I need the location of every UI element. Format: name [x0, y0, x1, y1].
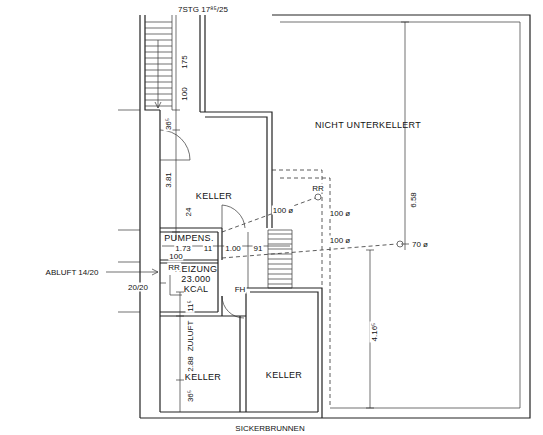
- pipe-end: [315, 194, 321, 200]
- dimension: 1.00: [224, 244, 242, 253]
- stair-tread: [268, 239, 292, 240]
- stair-tread: [145, 22, 172, 23]
- stair-tread: [145, 70, 172, 71]
- wall: [204, 15, 205, 112]
- pipe: [222, 244, 397, 258]
- dimension: 24: [184, 207, 193, 218]
- wall: [145, 15, 160, 110]
- wall: [199, 15, 200, 112]
- dimension: 175: [180, 54, 189, 69]
- duct-symbol: [160, 275, 182, 295]
- stair-tread: [268, 274, 292, 275]
- dimension: 36⁵: [186, 389, 195, 403]
- dimension: 2.88: [186, 355, 195, 373]
- stair-tread: [145, 46, 172, 47]
- region-outline: [280, 22, 520, 408]
- wall: [140, 412, 322, 418]
- wall: [160, 228, 222, 232]
- stair-tread: [145, 64, 172, 65]
- stair-tread: [145, 34, 172, 35]
- stair-tread: [145, 40, 172, 41]
- pipe: [222, 198, 315, 232]
- room-name: 23.000: [181, 274, 210, 284]
- stair-tread: [145, 52, 172, 53]
- region-label: NICHT UNTERKELLERT: [313, 120, 423, 132]
- door-swing: [160, 130, 190, 160]
- equipment-label: FH: [234, 285, 247, 294]
- stair-tread: [145, 76, 172, 77]
- wall: [246, 288, 322, 418]
- annotation: SICKERBRUNNEN: [234, 424, 305, 433]
- dimension: 91: [253, 244, 264, 253]
- stair-tread: [268, 234, 292, 235]
- room-box: KELLER: [264, 370, 304, 382]
- dimension-line: [176, 292, 184, 412]
- stair-tread: [268, 284, 292, 285]
- stair-tread: [145, 28, 172, 29]
- stair-edge: [172, 15, 173, 110]
- dimension: 11: [203, 244, 213, 253]
- stair-tread: [145, 88, 172, 89]
- dimension: 3.81: [164, 171, 173, 189]
- pipe-end: [397, 241, 403, 247]
- room-name: PUMPENS.: [164, 233, 213, 243]
- room-box: KELLER: [183, 372, 223, 384]
- stair-outline: [248, 230, 292, 288]
- stair-tread: [268, 269, 292, 270]
- dimension: 6.58: [409, 191, 418, 209]
- dimension: 11⁵: [186, 299, 195, 313]
- stair-tread: [268, 249, 292, 250]
- room-name: KELLER: [266, 370, 302, 380]
- pipe-label: 100 ø: [329, 209, 351, 218]
- door-swing: [222, 205, 245, 318]
- stair-tread: [145, 100, 172, 101]
- pipe-label: 100 ø: [329, 236, 351, 245]
- pipe-label: 100: [168, 252, 183, 261]
- wall: [139, 15, 140, 418]
- stair-tread: [145, 106, 172, 107]
- stair-tread: [145, 82, 172, 83]
- room-name: HEIZUNG: [175, 264, 218, 274]
- pipe-label: RR: [311, 184, 325, 193]
- stair-arrow: [155, 40, 161, 108]
- room-name: KCAL: [184, 284, 209, 294]
- duct-label: 20/20: [127, 283, 149, 292]
- wall: [240, 292, 246, 412]
- stair-tread: [145, 58, 172, 59]
- wall: [205, 117, 267, 228]
- dimension-line: [172, 15, 180, 240]
- dimension: 4.16⁵: [370, 322, 379, 343]
- wall: [159, 110, 160, 412]
- pipe-label: 70 ø: [411, 240, 429, 249]
- wall: [160, 312, 246, 316]
- stair-tread: [145, 94, 172, 95]
- stair-tread: [268, 244, 292, 245]
- room-name: KELLER: [196, 191, 232, 201]
- stair-label: 7STG 17⁸⁵/25: [177, 5, 229, 14]
- duct-label: ZULUFT: [186, 320, 195, 353]
- dimension: 36⁵: [164, 117, 173, 131]
- stair-tread: [268, 259, 292, 260]
- room-box: KELLER: [194, 191, 234, 203]
- pipe-label: 100 ø: [272, 206, 294, 215]
- wall: [218, 228, 222, 316]
- dimension-line: [401, 22, 409, 250]
- duct-label: ABLUFT 14/20: [45, 268, 100, 277]
- region-outline: [272, 15, 530, 418]
- pipe-label: RR: [167, 263, 181, 272]
- room-name: NICHT UNTERKELLERT: [315, 120, 421, 130]
- stair-tread: [268, 279, 292, 280]
- leader-line: [106, 269, 158, 275]
- stair-tread: [268, 264, 292, 265]
- stair-treads: [145, 22, 292, 284]
- room-name: KELLER: [185, 372, 221, 382]
- dimension: 100: [180, 86, 189, 101]
